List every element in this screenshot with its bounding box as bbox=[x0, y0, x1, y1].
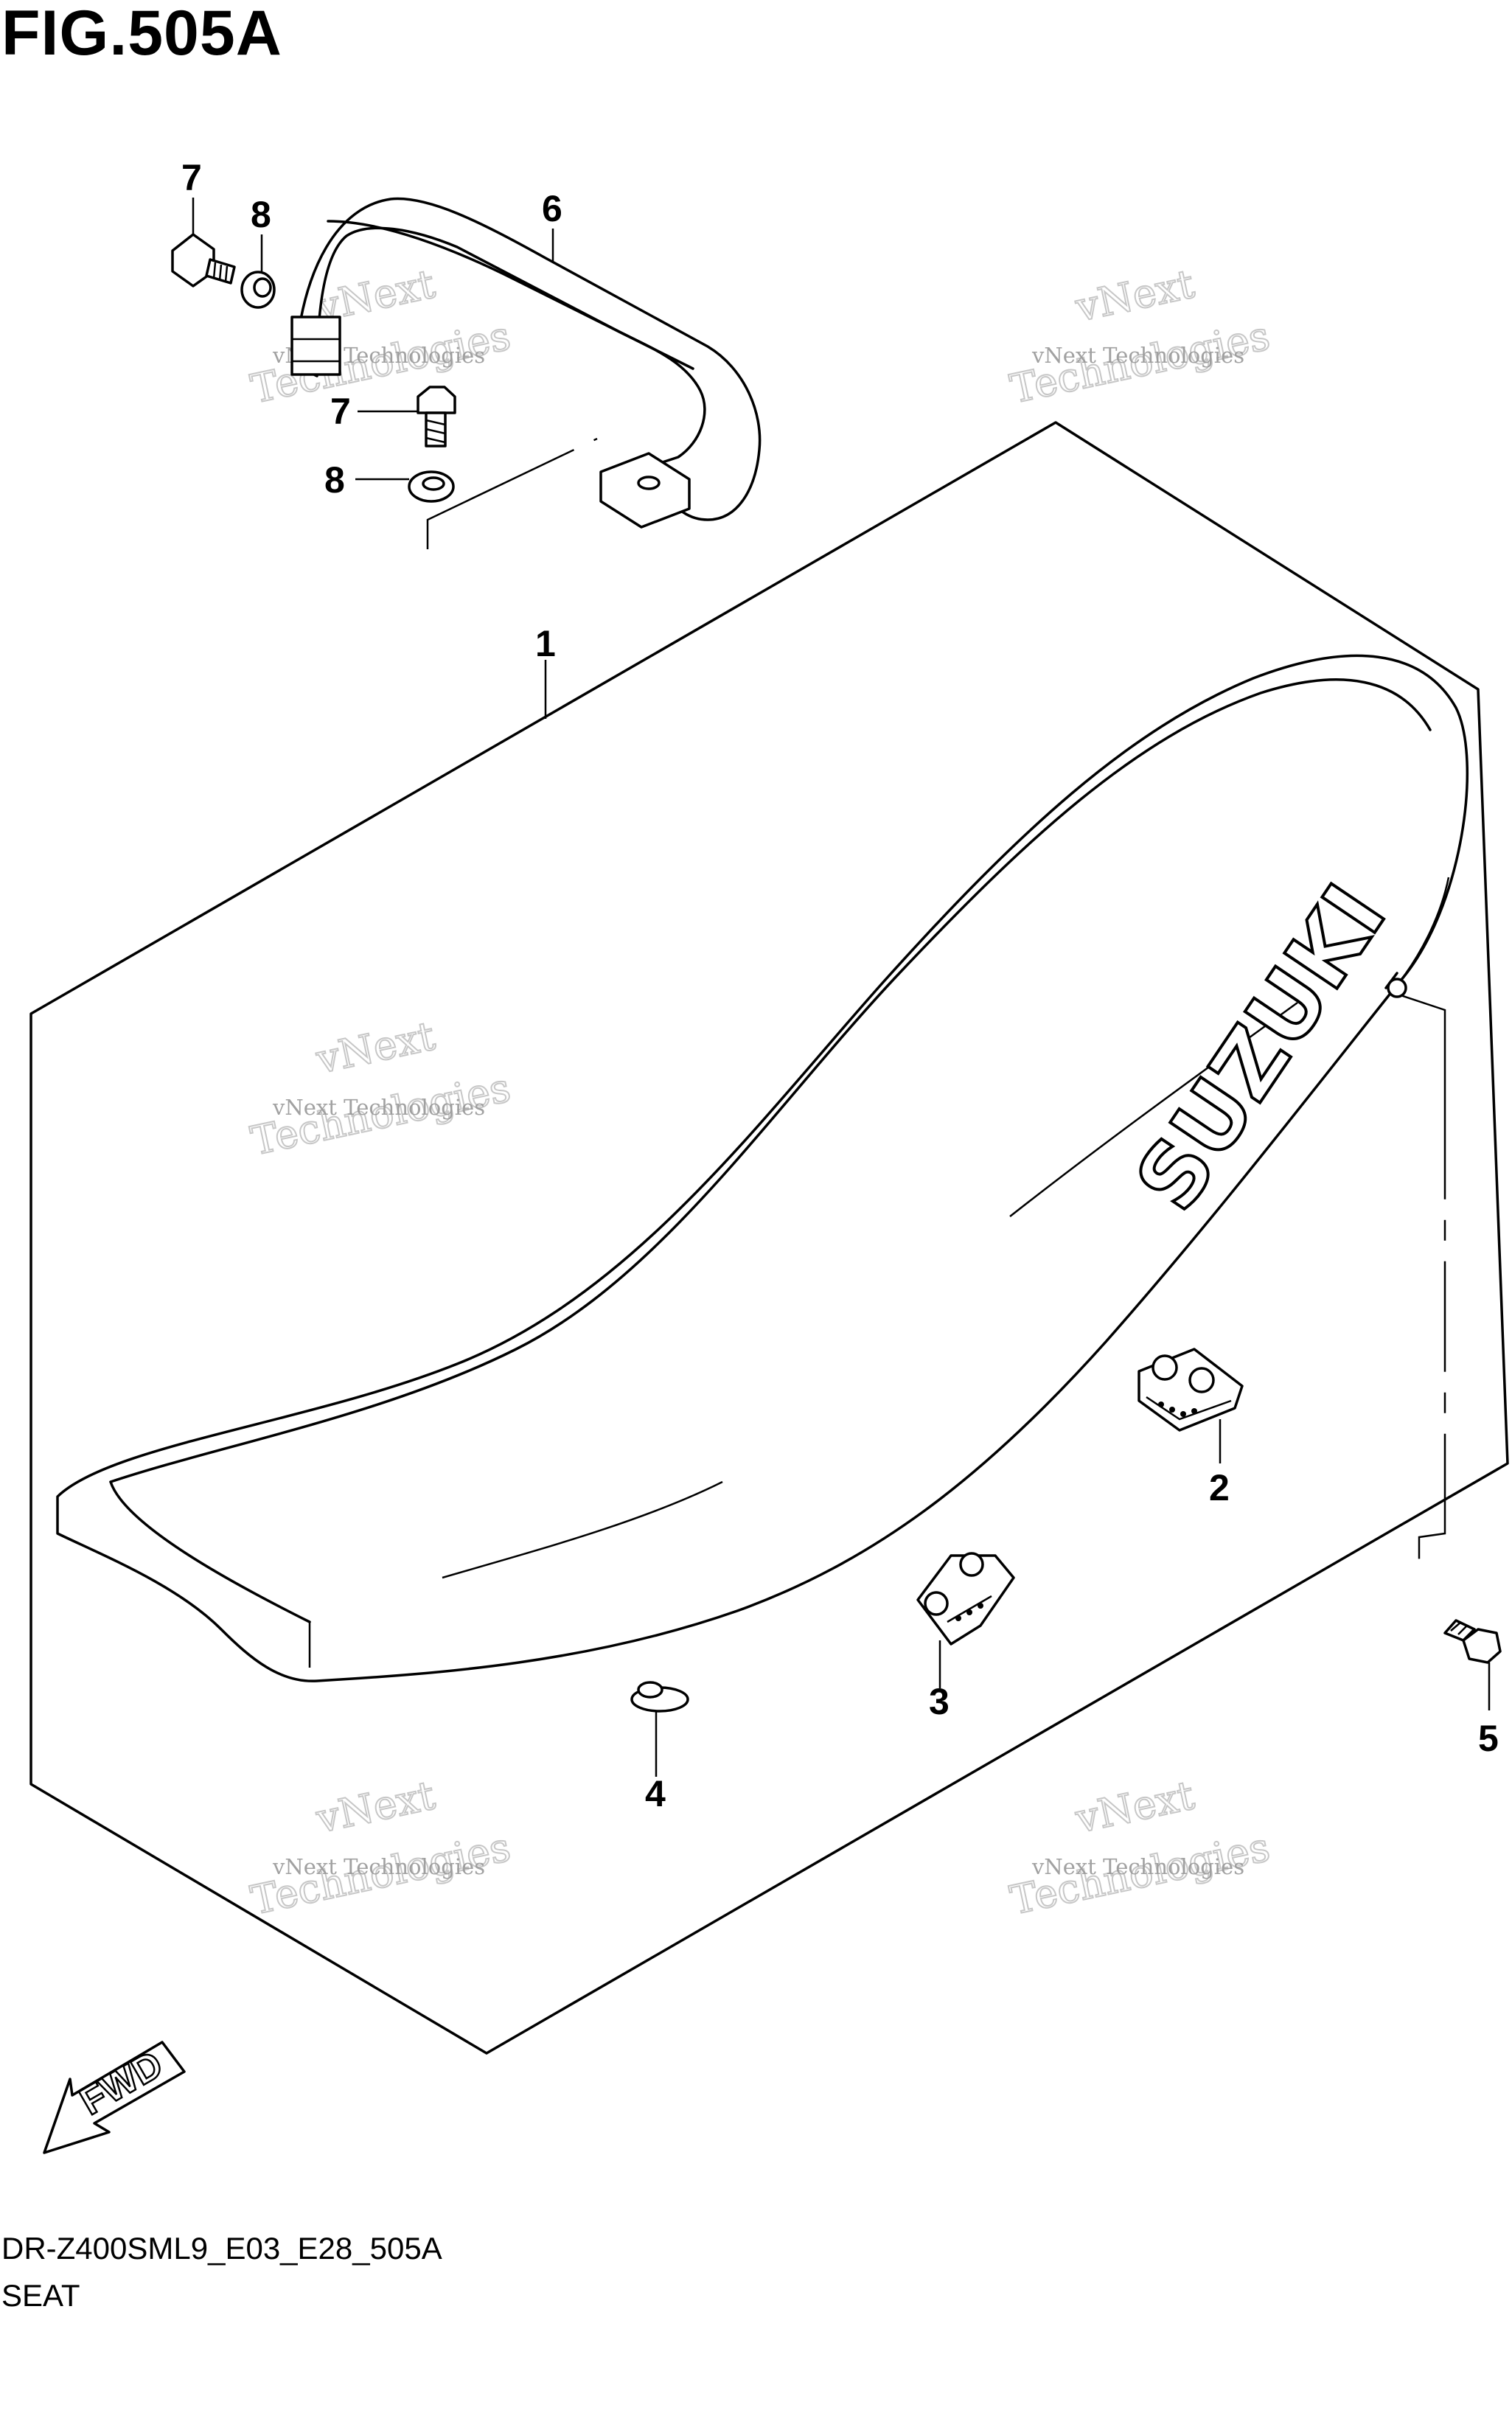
seat-part-1 bbox=[56, 654, 1469, 1682]
watermark-mid-left: vNext vNext Technologies Technologies bbox=[246, 1011, 515, 1165]
fwd-direction-marker: FWD bbox=[43, 2041, 186, 2154]
bolt-part-7-upper bbox=[171, 233, 236, 288]
callout-4: 4 bbox=[645, 1773, 666, 1814]
callout-5: 5 bbox=[1478, 1718, 1499, 1759]
bracket-part-3 bbox=[916, 1552, 1015, 1646]
svg-text:vNext: vNext bbox=[312, 1772, 439, 1842]
fwd-label: FWD bbox=[73, 2043, 170, 2123]
washer-part-8-upper bbox=[240, 271, 276, 309]
watermark-top-left: vNext vNext Technologies Technologies bbox=[246, 260, 515, 413]
bolt-part-5 bbox=[1443, 1619, 1502, 1664]
svg-text:Technologies: Technologies bbox=[247, 313, 515, 413]
seat-strap-part-6 bbox=[290, 197, 762, 529]
bracket-part-2 bbox=[1138, 1348, 1244, 1432]
callout-8-upper: 8 bbox=[251, 194, 271, 235]
figure-name: SEAT bbox=[1, 2278, 80, 2313]
svg-text:vNext Technologies: vNext Technologies bbox=[1031, 1854, 1244, 1879]
fwd-arrow-icon bbox=[43, 2041, 186, 2154]
watermark-bottom-right: vNext vNext Technologies Technologies bbox=[1006, 1771, 1275, 1924]
svg-text:vNext Technologies: vNext Technologies bbox=[272, 1854, 485, 1879]
callout-8-lower: 8 bbox=[324, 459, 345, 501]
svg-text:vNext Technologies: vNext Technologies bbox=[1031, 343, 1244, 368]
svg-text:vNext: vNext bbox=[1071, 1772, 1199, 1842]
callout-6: 6 bbox=[542, 188, 562, 229]
svg-text:Technologies: Technologies bbox=[247, 1065, 515, 1165]
svg-text:vNext: vNext bbox=[312, 1012, 439, 1083]
watermark-bottom-left: vNext vNext Technologies Technologies bbox=[246, 1771, 515, 1924]
grommet-part-4 bbox=[630, 1681, 689, 1713]
svg-text:vNext Technologies: vNext Technologies bbox=[272, 1095, 485, 1120]
svg-text:Technologies: Technologies bbox=[1006, 313, 1274, 413]
callout-2: 2 bbox=[1209, 1467, 1230, 1508]
svg-text:vNext: vNext bbox=[1071, 260, 1199, 331]
figure-title: FIG.505A bbox=[1, 0, 282, 69]
callout-3: 3 bbox=[929, 1681, 950, 1722]
assembly-outline bbox=[29, 421, 1509, 2055]
watermark-top-right: vNext vNext Technologies Technologies bbox=[1006, 260, 1275, 413]
callout-7-lower: 7 bbox=[330, 391, 351, 432]
svg-text:Technologies: Technologies bbox=[1006, 1824, 1274, 1924]
washer-part-8-lower bbox=[408, 470, 455, 503]
callout-1: 1 bbox=[535, 623, 556, 664]
figure-code: DR-Z400SML9_E03_E28_505A bbox=[1, 2231, 442, 2266]
svg-text:Technologies: Technologies bbox=[247, 1824, 515, 1924]
callout-7-upper: 7 bbox=[181, 157, 202, 198]
seat-mount-hole bbox=[1387, 978, 1407, 998]
bolt-part-7-lower bbox=[417, 386, 456, 448]
